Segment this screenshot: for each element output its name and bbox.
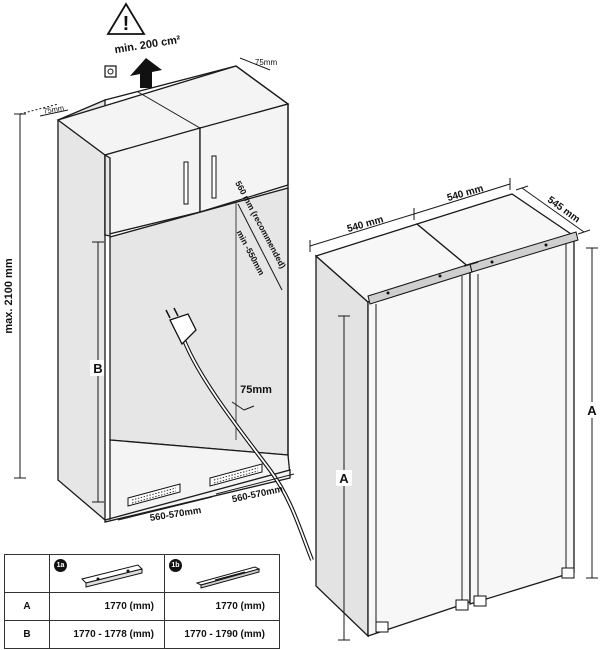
height-left-dimension: A [336, 315, 352, 641]
height-right-dimension: A [584, 247, 600, 579]
row-value-1a: 1770 (mm) [49, 592, 165, 621]
width-right-label: 540 mm [446, 183, 485, 204]
bracket-1a-icon [81, 564, 143, 588]
table-header-row: 1a 1b [4, 554, 280, 593]
badge-1a: 1a [54, 559, 67, 572]
rear-gap-label: 75mm [240, 384, 272, 396]
cabinet-handle-left [183, 161, 189, 205]
rear-gap-dimension: 75mm [231, 384, 272, 411]
bracket-1b-icon [195, 566, 261, 589]
table-row: A 1770 (mm) 1770 (mm) [4, 592, 280, 621]
vent-gap-right-label: 75mm [255, 58, 278, 67]
cabinet-handle-right [211, 155, 217, 199]
warning-icon: ! [106, 2, 146, 35]
max-height-dimension: max. 2100 mm [3, 103, 59, 479]
width-left-label: 540 mm [346, 214, 385, 235]
height-right-label: A [587, 403, 597, 418]
power-plug-icon [165, 307, 314, 561]
spec-table: 1a 1b A 1770 (mm) 1770 (m [4, 554, 280, 649]
row-value-1a: 1770 - 1778 (mm) [49, 620, 165, 649]
table-row: B 1770 - 1778 (mm) 1770 - 1790 (mm) [4, 620, 280, 649]
table-header-1b: 1b [164, 554, 280, 593]
row-value-1b: 1770 (mm) [164, 592, 280, 621]
vent-gap-left-label: 75mm [43, 103, 65, 115]
ventilation-label: min. 200 cm² [114, 34, 182, 56]
kitchen-cabinet [56, 65, 291, 523]
niche-height-label: B [93, 361, 102, 376]
row-key: A [4, 592, 50, 621]
vent-grille-left [127, 483, 181, 507]
vent-grille-right [209, 463, 263, 487]
airflow-arrow-icon [130, 58, 162, 88]
niche-height-dimension: B [90, 241, 104, 503]
top-gap-right: 75mm [239, 57, 278, 71]
table-corner-cell [4, 554, 50, 593]
row-value-1b: 1770 - 1790 (mm) [164, 620, 280, 649]
plug-socket-icon [104, 65, 117, 78]
max-height-label: max. 2100 mm [3, 258, 15, 333]
badge-1b: 1b [169, 559, 182, 572]
height-left-label: A [339, 471, 349, 486]
row-key: B [4, 620, 50, 649]
table-header-1a: 1a [49, 554, 165, 593]
top-gap-left: 75mm [39, 103, 69, 117]
side-by-side-fridge [314, 193, 579, 638]
warning-symbol: ! [123, 13, 130, 35]
